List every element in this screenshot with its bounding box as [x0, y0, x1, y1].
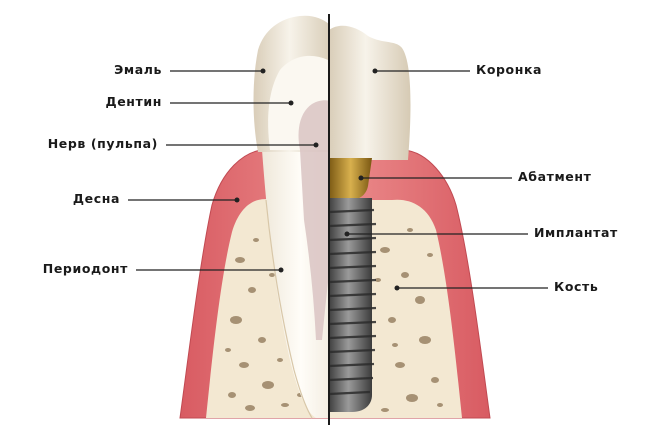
label-periodont: Периодонт — [43, 262, 128, 276]
label-crown: Коронка — [476, 63, 542, 77]
label-enamel: Эмаль — [114, 63, 162, 77]
label-dentin: Дентин — [106, 95, 163, 109]
label-nerve-pulp: Нерв (пульпа) — [48, 137, 158, 151]
label-gum: Десна — [73, 192, 120, 206]
label-implant: Имплантат — [534, 226, 618, 240]
implant-crown — [329, 26, 410, 160]
label-bone: Кость — [554, 280, 598, 294]
label-abutment: Абатмент — [518, 170, 591, 184]
